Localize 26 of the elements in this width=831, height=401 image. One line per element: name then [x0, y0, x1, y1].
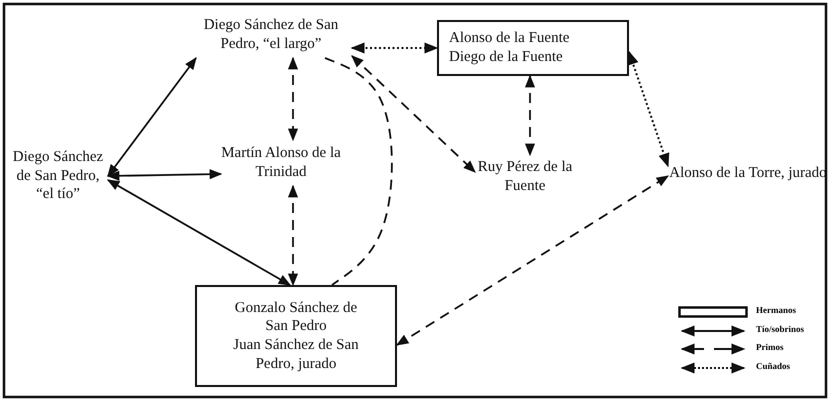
- person-name: Gonzalo Sánchez de San Pedro: [234, 298, 358, 336]
- legend-label: Hermanos: [756, 305, 796, 315]
- arrow: [106, 169, 222, 181]
- person-name: Alonso de la Fuente: [449, 29, 570, 48]
- legend-label: Cuñados: [756, 360, 790, 370]
- person-name: Juan Sánchez de San Pedro, jurado: [232, 336, 360, 374]
- arrow: [107, 57, 197, 177]
- arrow: [396, 175, 670, 346]
- legend-label: Primos: [756, 342, 784, 352]
- arrow: [350, 42, 438, 54]
- person-name: Diego Sánchez de San Pedro, “el largo”: [202, 16, 340, 54]
- connector-line: [324, 57, 393, 286]
- person-name: Ruy Pérez de la Fuente: [476, 158, 574, 196]
- legend-label: Tío/sobrinos: [756, 324, 804, 334]
- arrow: [288, 56, 298, 142]
- person-name: Alonso de la Torre, jurado: [669, 164, 827, 182]
- arrow: [106, 179, 292, 286]
- arrow: [351, 55, 476, 173]
- arrow: [288, 184, 298, 286]
- arrow: [524, 74, 536, 156]
- person-name: Martín Alonso de la Trinidad: [221, 144, 341, 182]
- person-name: Diego de la Fuente: [449, 48, 563, 67]
- arrow: [628, 50, 670, 168]
- family-box: [437, 20, 629, 76]
- person-name: Diego Sánchez de San Pedro, “el tío”: [12, 148, 104, 204]
- family-box: [195, 285, 397, 387]
